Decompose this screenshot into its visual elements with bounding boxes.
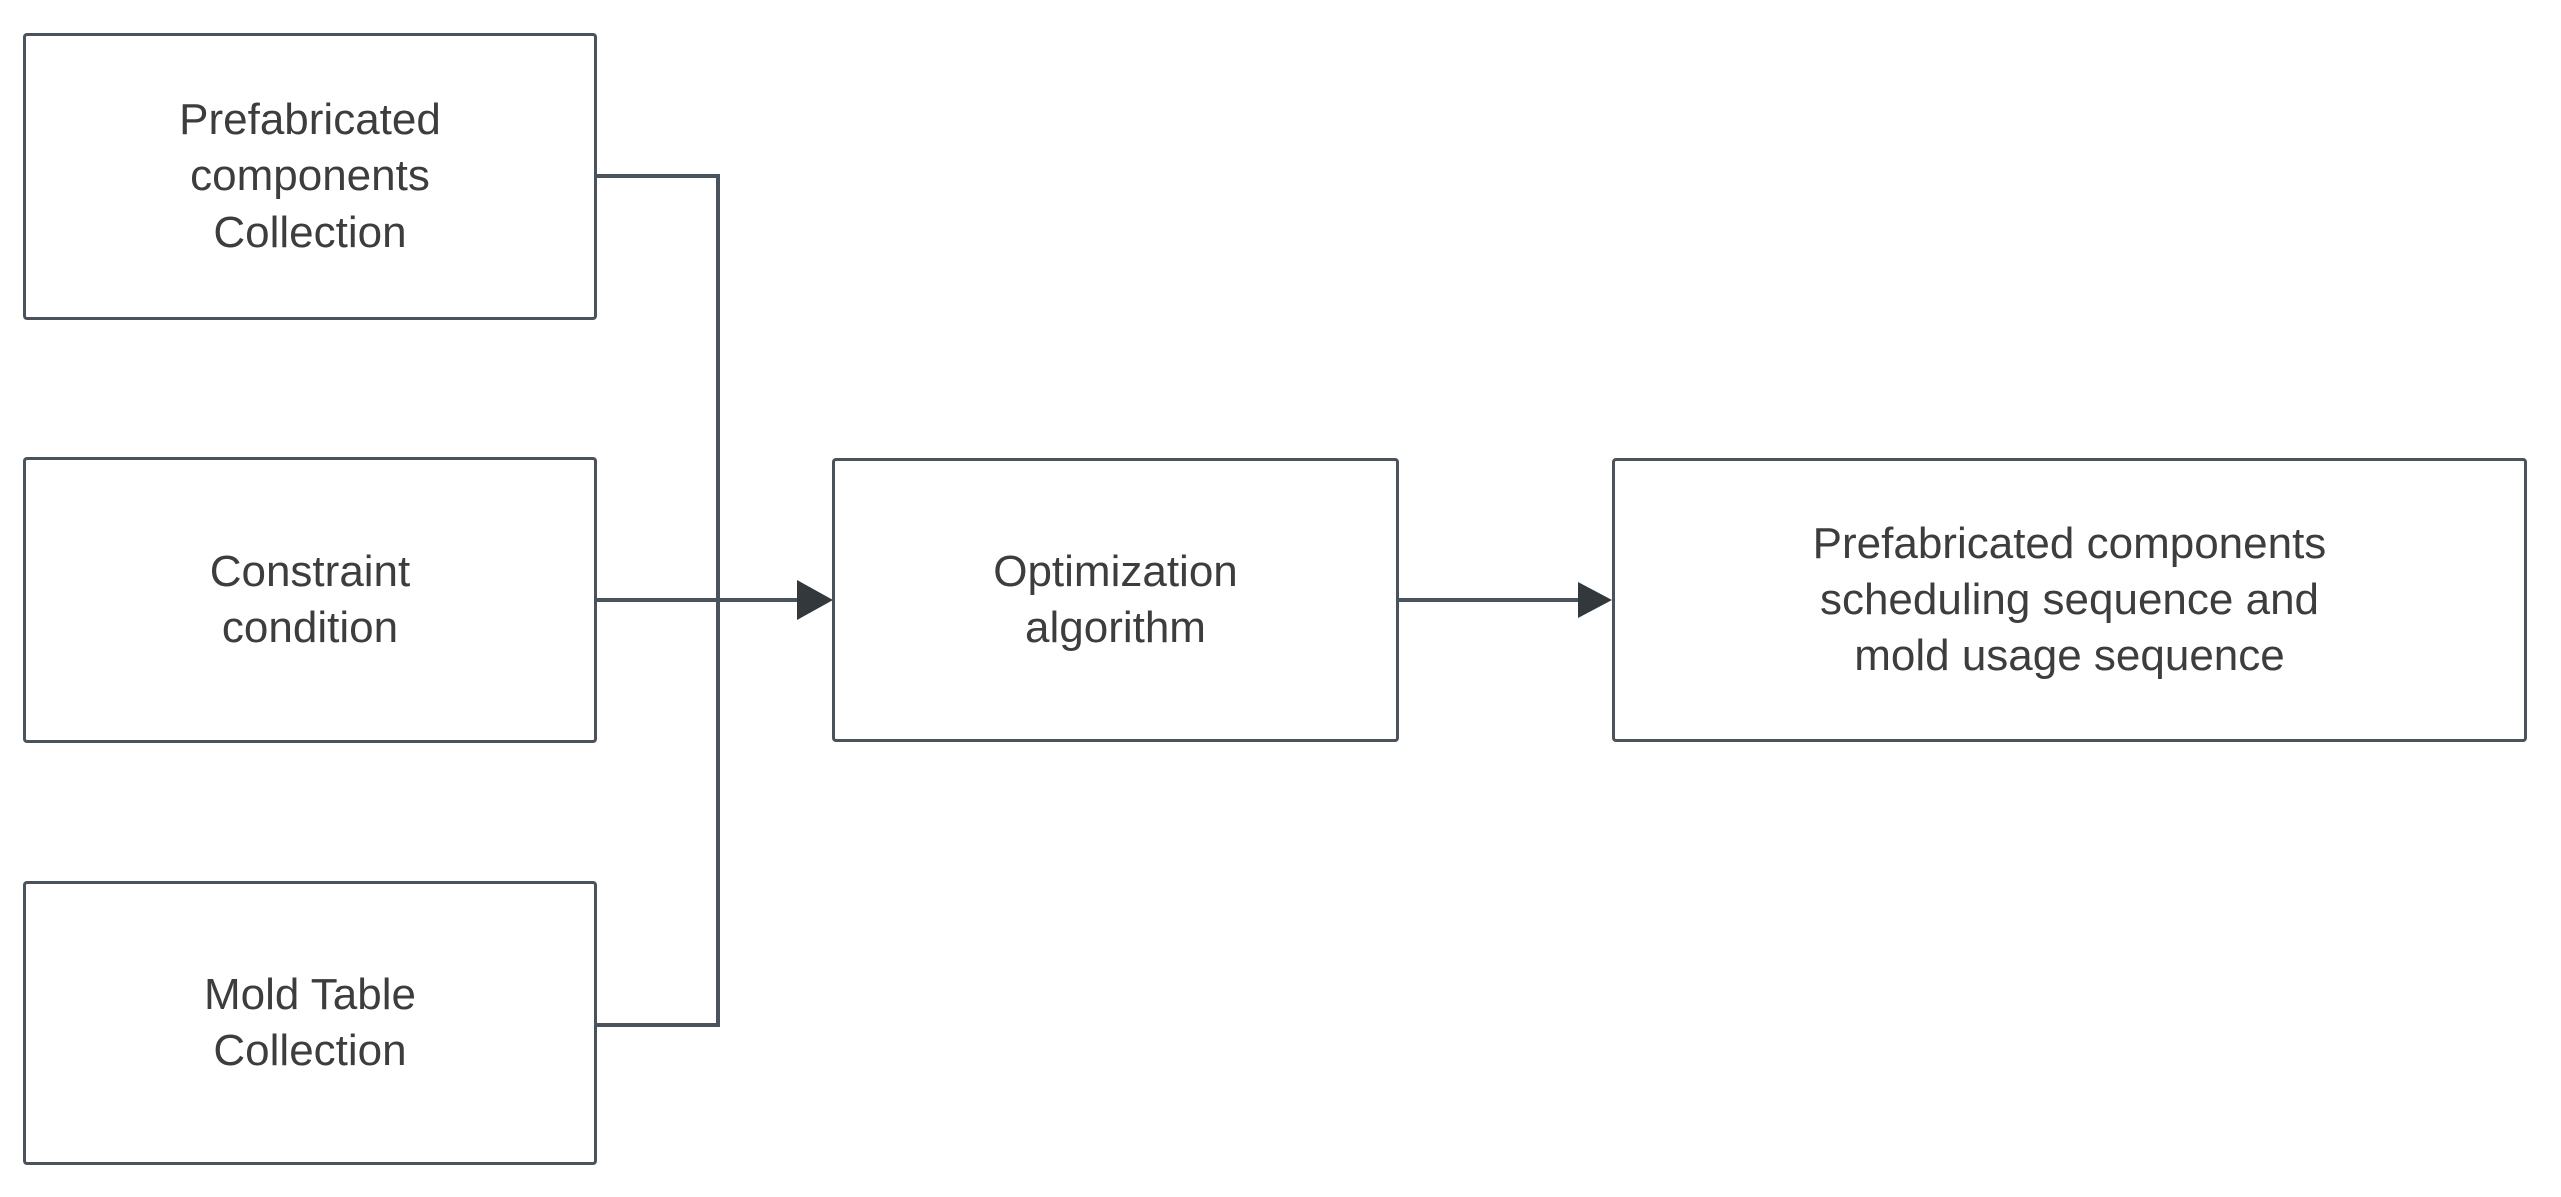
node-label-constraint-condition: Constraint condition bbox=[209, 546, 411, 652]
edge-components-to-algorithm bbox=[597, 174, 720, 600]
arrowhead-into-optimization-algorithm bbox=[797, 580, 833, 620]
node-label-output-scheduling-sequence: Prefabricated components scheduling sequ… bbox=[1812, 518, 2327, 681]
arrowhead-into-output-sequence bbox=[1578, 582, 1612, 618]
node-constraint-condition[interactable]: Constraint condition bbox=[23, 457, 597, 743]
node-prefabricated-components-collection[interactable]: Prefabricated components Collection bbox=[23, 33, 597, 320]
node-label-optimization-algorithm: Optimization algorithm bbox=[993, 546, 1238, 652]
edge-mold-to-algorithm bbox=[597, 600, 720, 1027]
node-output-scheduling-sequence[interactable]: Prefabricated components scheduling sequ… bbox=[1612, 458, 2527, 742]
node-mold-table-collection[interactable]: Mold Table Collection bbox=[23, 881, 597, 1165]
node-label-mold-table-collection: Mold Table Collection bbox=[204, 969, 416, 1075]
node-label-prefabricated-components-collection: Prefabricated components Collection bbox=[179, 95, 441, 257]
node-optimization-algorithm[interactable]: Optimization algorithm bbox=[832, 458, 1399, 742]
